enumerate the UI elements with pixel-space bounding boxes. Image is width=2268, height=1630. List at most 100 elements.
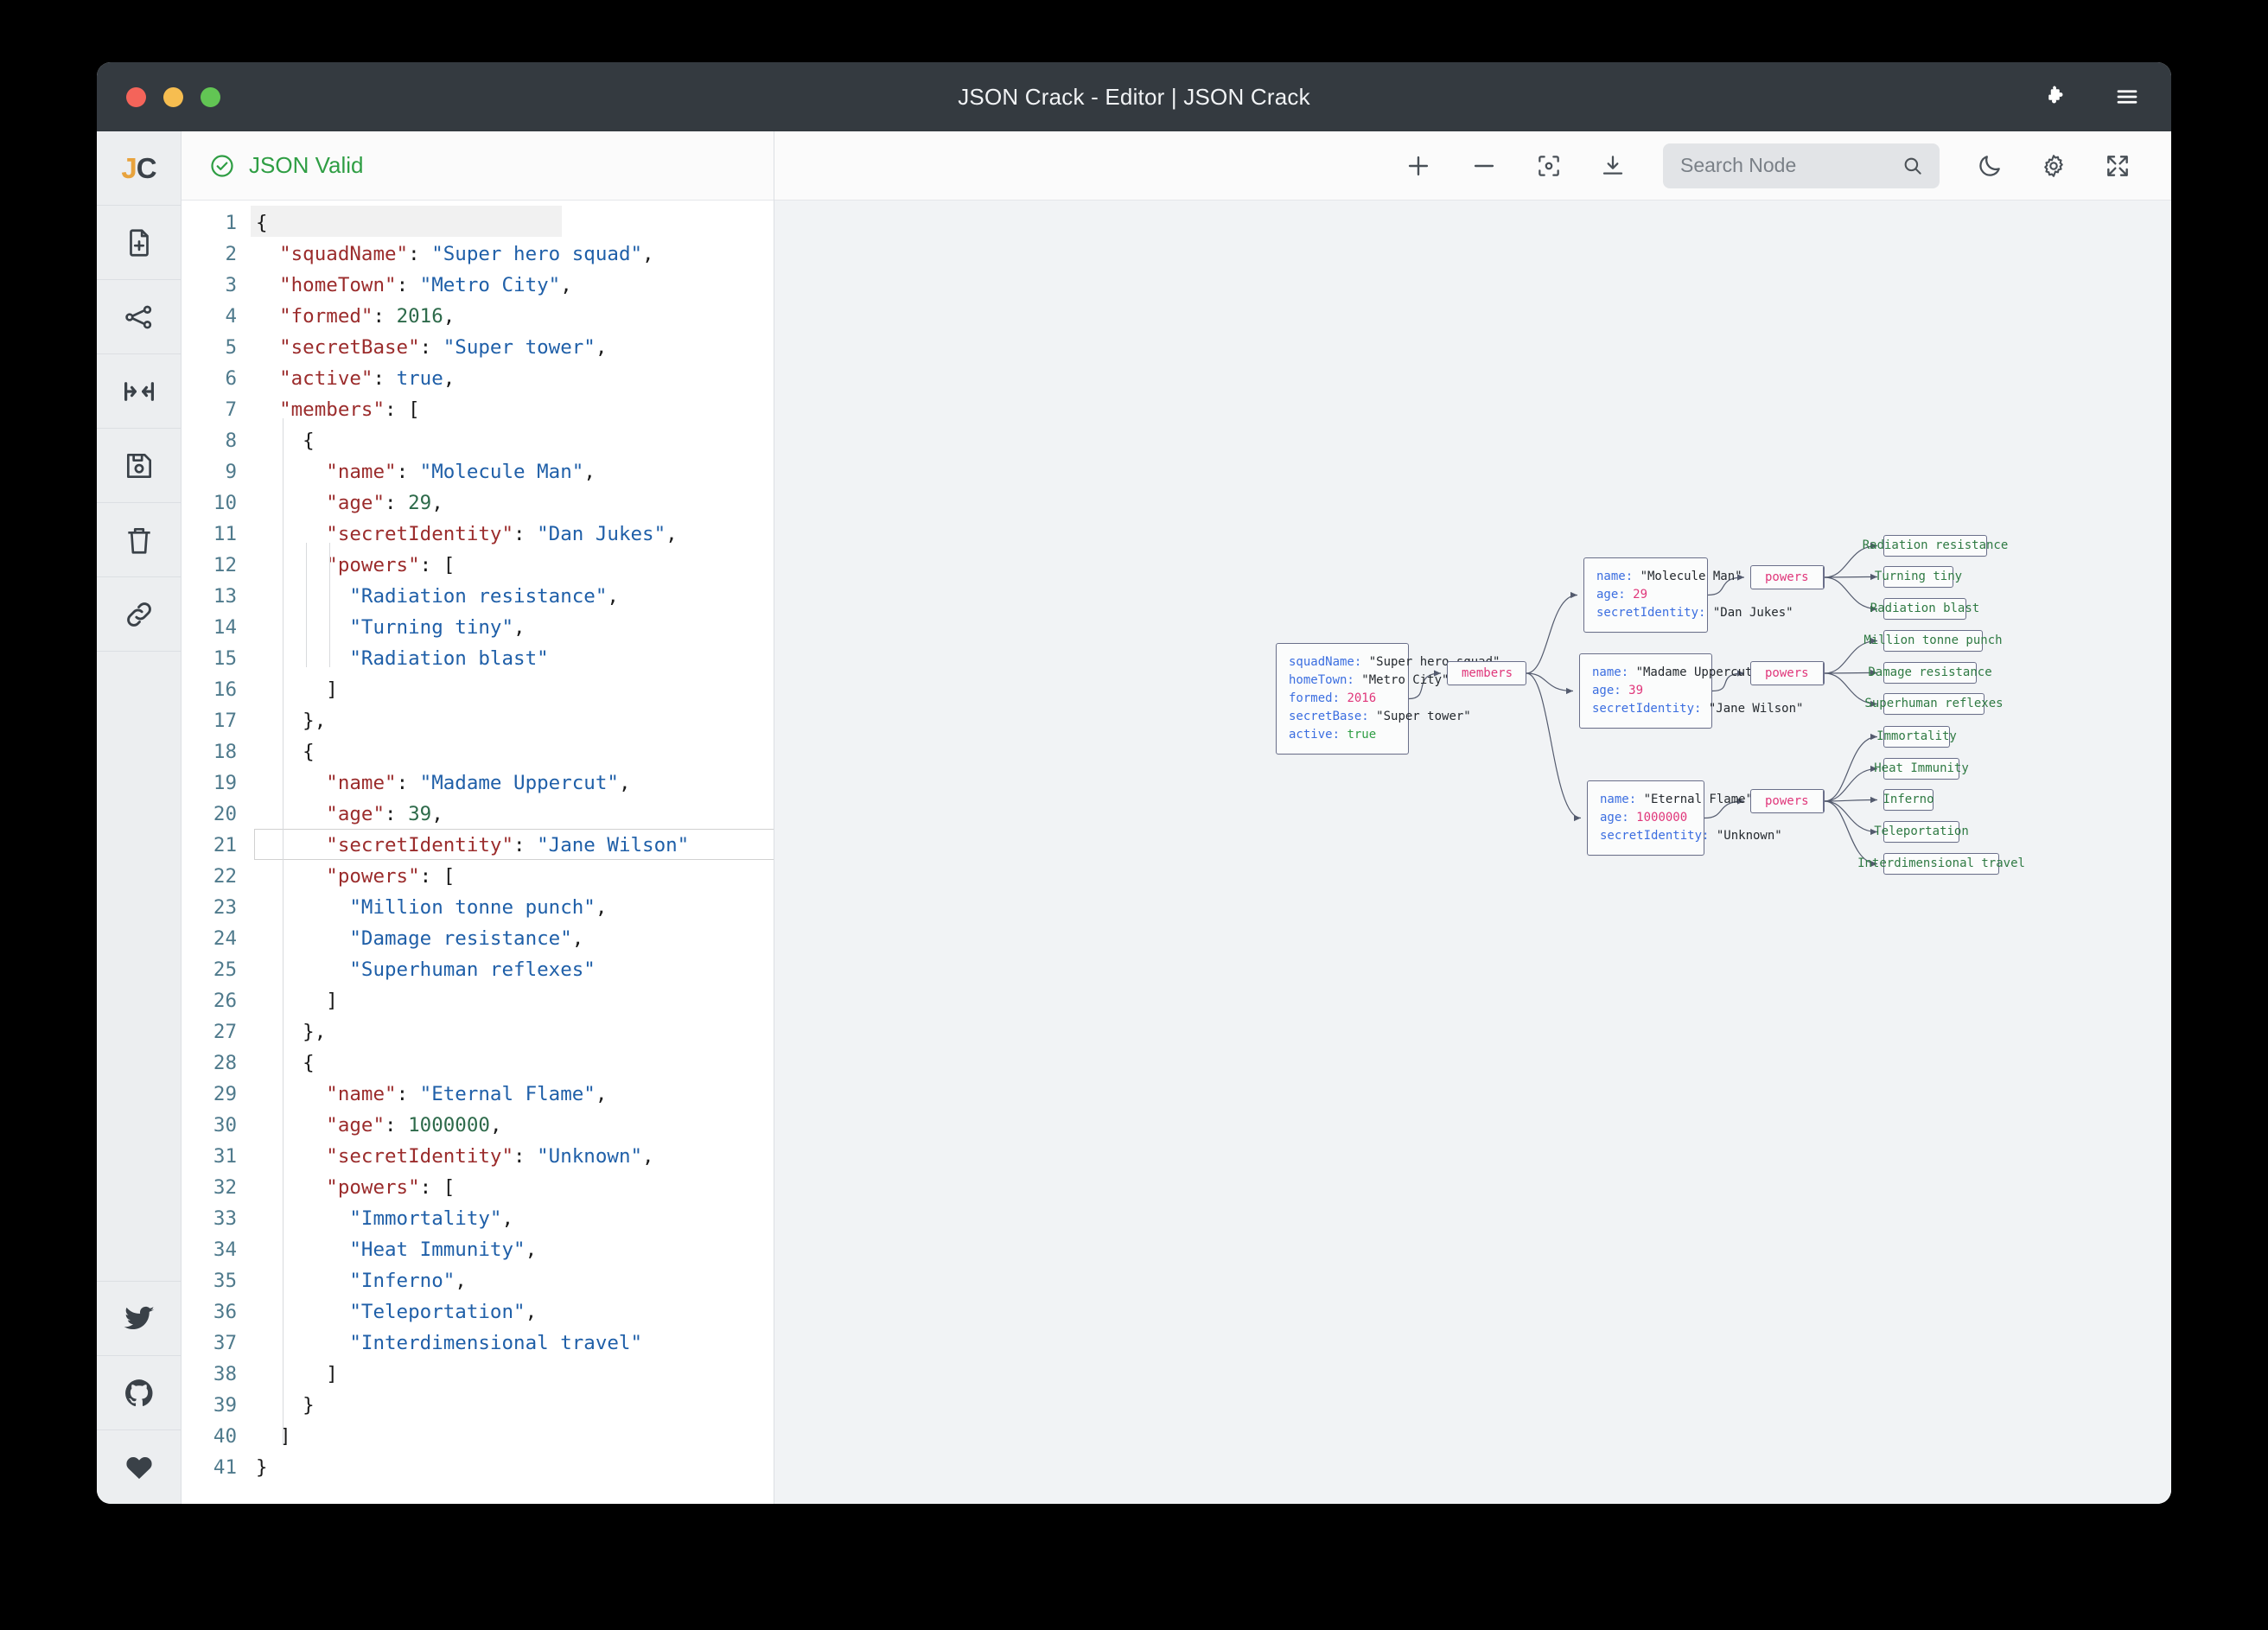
code-line[interactable]: 28 {: [182, 1047, 774, 1079]
code-line[interactable]: 4 "formed": 2016,: [182, 301, 774, 332]
code-line[interactable]: 10 "age": 29,: [182, 487, 774, 519]
code-line[interactable]: 31 "secretIdentity": "Unknown",: [182, 1141, 774, 1172]
line-number: 18: [213, 741, 237, 763]
graph-leaf-node[interactable]: Immortality: [1876, 726, 1957, 748]
delete-trash-icon[interactable]: [97, 503, 181, 577]
code-line[interactable]: 6 "active": true,: [182, 363, 774, 394]
graph-leaf-node[interactable]: Million tonne punch: [1863, 630, 2003, 652]
graph-leaf-node[interactable]: Superhuman reflexes: [1864, 693, 2004, 715]
graph-leaf-node[interactable]: Inferno: [1883, 789, 1934, 811]
graph-parent-node[interactable]: members: [1447, 661, 1526, 685]
line-number: 31: [213, 1145, 237, 1168]
graph-leaf-node[interactable]: Turning tiny: [1875, 566, 1962, 588]
code-line[interactable]: 39 }: [182, 1390, 774, 1421]
code-line[interactable]: 34 "Heat Immunity",: [182, 1234, 774, 1265]
github-icon[interactable]: [97, 1355, 181, 1429]
hamburger-menu-icon[interactable]: [2112, 82, 2142, 111]
graph-leaf-node[interactable]: Heat Immunity: [1874, 758, 1969, 780]
code-line[interactable]: 17 },: [182, 705, 774, 736]
fullscreen-icon[interactable]: [2104, 152, 2131, 180]
save-disk-icon[interactable]: [97, 429, 181, 503]
code-line[interactable]: 11 "secretIdentity": "Dan Jukes",: [182, 519, 774, 550]
minus-icon[interactable]: [1469, 151, 1499, 181]
collapse-icon[interactable]: [1822, 662, 1824, 684]
gear-icon[interactable]: [2040, 152, 2067, 180]
plus-icon[interactable]: [1404, 151, 1433, 181]
code-line[interactable]: 30 "age": 1000000,: [182, 1110, 774, 1141]
graph-leaf-node[interactable]: Interdimensional travel: [1857, 853, 2025, 875]
line-number: 24: [213, 927, 237, 950]
moon-icon[interactable]: [1976, 152, 2004, 180]
heart-icon[interactable]: [97, 1429, 181, 1504]
line-text: "age": 39,: [326, 803, 443, 825]
line-text: "members": [: [279, 398, 420, 421]
sidebar-social-group: [97, 1281, 181, 1504]
code-line[interactable]: 26 ]: [182, 985, 774, 1016]
app-logo[interactable]: JC: [97, 131, 181, 206]
code-line[interactable]: 27 },: [182, 1016, 774, 1047]
collapse-expand-icon[interactable]: [97, 354, 181, 429]
search-node-box[interactable]: Search Node: [1663, 143, 1940, 188]
twitter-icon[interactable]: [97, 1281, 181, 1355]
code-line[interactable]: 12 "powers": [: [182, 550, 774, 581]
code-line[interactable]: 36 "Teleportation",: [182, 1296, 774, 1328]
minimize-window-button[interactable]: [163, 86, 183, 107]
code-line[interactable]: 3 "homeTown": "Metro City",: [182, 270, 774, 301]
graph-leaf-node[interactable]: Radiation resistance: [1863, 535, 2008, 557]
code-line[interactable]: 33 "Immortality",: [182, 1203, 774, 1234]
line-number: 4: [225, 305, 237, 328]
close-window-button[interactable]: [126, 86, 146, 107]
link-icon[interactable]: [97, 577, 181, 652]
code-line[interactable]: 8 {: [182, 425, 774, 456]
download-icon[interactable]: [1599, 152, 1627, 180]
code-line[interactable]: 23 "Million tonne punch",: [182, 892, 774, 923]
code-line[interactable]: 24 "Damage resistance",: [182, 923, 774, 954]
graph-node-value: "Super tower": [1376, 710, 1471, 723]
code-line[interactable]: 37 "Interdimensional travel": [182, 1328, 774, 1359]
graph-node-row: secretIdentity: "Unknown": [1600, 827, 1782, 845]
share-graph-icon[interactable]: [97, 280, 181, 354]
graph-edge-arrow: [1574, 814, 1581, 822]
code-line[interactable]: 19 "name": "Madame Uppercut",: [182, 767, 774, 799]
code-line[interactable]: 18 {: [182, 736, 774, 767]
code-line[interactable]: 41}: [182, 1452, 774, 1483]
code-line[interactable]: 25 "Superhuman reflexes": [182, 954, 774, 985]
center-view-icon[interactable]: [1535, 152, 1563, 180]
graph-parent-node[interactable]: powers: [1750, 789, 1825, 813]
graph-leaf-node[interactable]: Damage resistance: [1868, 662, 1992, 684]
code-line[interactable]: 35 "Inferno",: [182, 1265, 774, 1296]
code-line[interactable]: 15 "Radiation blast": [182, 643, 774, 674]
code-line[interactable]: 29 "name": "Eternal Flame",: [182, 1079, 774, 1110]
code-line[interactable]: 7 "members": [: [182, 394, 774, 425]
code-line[interactable]: 16 ]: [182, 674, 774, 705]
code-line[interactable]: 5 "secretBase": "Super tower",: [182, 332, 774, 363]
code-line[interactable]: 1{: [182, 206, 774, 239]
new-document-icon[interactable]: [97, 206, 181, 280]
puzzle-icon[interactable]: [2042, 82, 2071, 111]
code-line[interactable]: 9 "name": "Molecule Man",: [182, 456, 774, 487]
code-line[interactable]: 40 ]: [182, 1421, 774, 1452]
graph-canvas[interactable]: squadName: "Super hero squad"homeTown: "…: [774, 201, 2171, 1504]
code-area[interactable]: 1{2 "squadName": "Super hero squad",3 "h…: [182, 201, 774, 1504]
collapse-icon[interactable]: [1822, 566, 1824, 589]
search-input[interactable]: Search Node: [1680, 154, 1797, 176]
graph-object-node[interactable]: squadName: "Super hero squad"homeTown: "…: [1276, 643, 1500, 755]
code-line[interactable]: 22 "powers": [: [182, 861, 774, 892]
code-line[interactable]: 21 "secretIdentity": "Jane Wilson": [182, 829, 774, 861]
code-line[interactable]: 20 "age": 39,: [182, 799, 774, 830]
zoom-window-button[interactable]: [201, 86, 220, 107]
collapse-icon[interactable]: [1822, 790, 1824, 812]
graph-parent-node[interactable]: powers: [1750, 565, 1825, 589]
graph-leaf-node[interactable]: Radiation blast: [1870, 598, 1979, 620]
code-line[interactable]: 38 ]: [182, 1359, 774, 1390]
code-line[interactable]: 13 "Radiation resistance",: [182, 581, 774, 612]
graph-parent-node[interactable]: powers: [1750, 661, 1825, 685]
code-line[interactable]: 2 "squadName": "Super hero squad",: [182, 239, 774, 270]
search-icon[interactable]: [1902, 155, 1924, 177]
code-line[interactable]: 14 "Turning tiny",: [182, 612, 774, 643]
graph-leaf-node[interactable]: Teleportation: [1874, 821, 1969, 843]
code-line[interactable]: 32 "powers": [: [182, 1172, 774, 1203]
